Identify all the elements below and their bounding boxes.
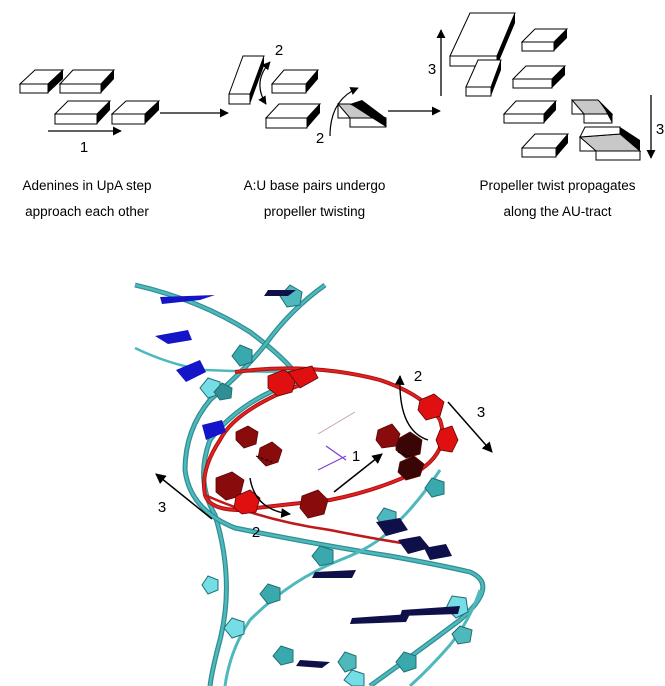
rna-duplex-structure: 1 2 2 3 3 — [134, 282, 493, 686]
twist-arrow-structure-left — [249, 477, 291, 518]
structure-label-2-bottom: 2 — [252, 524, 260, 541]
base-block — [110, 100, 161, 125]
panel-3-schematic: 3 — [428, 12, 664, 161]
panel-2-schematic: 2 2 — [228, 42, 387, 147]
approach-arrow-structure — [333, 453, 383, 493]
red-bases — [215, 365, 459, 519]
base-block-tilted — [465, 59, 502, 97]
base-block-shaded — [570, 99, 614, 124]
base-block-shaded — [336, 100, 387, 128]
panel-1-schematic: 1 — [18, 69, 161, 156]
caption-line: propeller twisting — [263, 204, 366, 219]
sugar-pentagons — [199, 284, 473, 686]
base-block-tilted — [228, 55, 265, 105]
base-pair-bonds — [255, 411, 415, 471]
propagation-arrow-structure-left — [155, 473, 213, 520]
caption-line: along the AU-tract — [503, 204, 612, 219]
base-block — [511, 65, 567, 89]
backbone-strand — [134, 346, 301, 374]
base-block — [58, 69, 116, 94]
base-block — [264, 103, 322, 129]
base-block-shaded — [578, 126, 642, 161]
structure-label-3-left: 3 — [158, 499, 166, 516]
caption-line: A:U base pairs undergo — [243, 178, 386, 193]
twist-arrow-top — [258, 61, 271, 105]
blue-bases — [155, 290, 460, 668]
propagation-arrow-structure-right — [447, 401, 493, 453]
step-3-label-right: 3 — [656, 121, 664, 138]
step-2-label-top: 2 — [275, 42, 283, 59]
caption-line: Adenines in UpA step — [22, 178, 152, 193]
base-block — [502, 100, 558, 124]
step-2-label-bottom: 2 — [316, 130, 324, 147]
highlighted-backbone — [203, 367, 444, 512]
step-1-label: 1 — [80, 139, 88, 156]
twist-arrow-structure-right — [394, 375, 429, 441]
base-block — [53, 100, 112, 125]
base-block — [520, 133, 570, 158]
caption-step-3: Propeller twist propagates along the AU-… — [455, 173, 660, 225]
caption-line: approach each other — [25, 204, 149, 219]
step-3-label-left: 3 — [428, 61, 436, 78]
twist-arrow-bottom — [329, 87, 359, 137]
structure-label-3-right: 3 — [477, 404, 485, 421]
structure-label-2-top: 2 — [414, 368, 422, 385]
structure-label-1: 1 — [352, 448, 360, 465]
base-block — [270, 69, 320, 94]
caption-step-2: A:U base pairs undergo propeller twistin… — [222, 173, 407, 225]
backbone-strand — [408, 589, 482, 686]
base-block — [520, 28, 569, 52]
caption-step-1: Adenines in UpA step approach each other — [2, 173, 172, 225]
base-block — [18, 69, 65, 94]
caption-line: Propeller twist propagates — [479, 178, 636, 193]
base-block-tilted-large — [449, 12, 516, 67]
backbone-strand — [223, 469, 442, 686]
